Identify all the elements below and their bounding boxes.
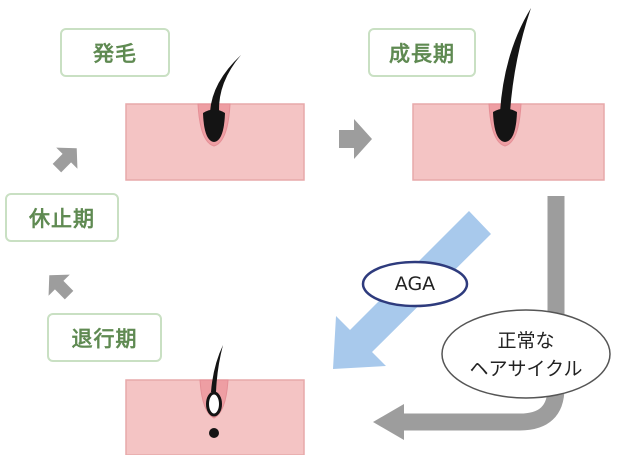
hair-bulb-seicho	[493, 108, 517, 142]
hair-bulb-hatsumo	[203, 109, 225, 142]
hair-papilla-taikou	[209, 428, 219, 438]
normal-cycle-line2: ヘアサイクル	[469, 358, 583, 380]
normal-cycle-oval	[441, 309, 611, 399]
stage-label-seicho: 成長期	[368, 28, 476, 77]
hair-shaft-taikou	[211, 345, 223, 392]
arrow-right	[339, 119, 372, 159]
skin-panel-hatsumo	[125, 55, 305, 181]
hair-club-taikou	[206, 391, 222, 417]
hair-shaft-hatsumo	[210, 55, 241, 112]
normal-cycle-line1: 正常な	[497, 330, 555, 352]
arrow-up-right	[52, 147, 78, 173]
stage-label-hatsumo: 発毛	[60, 28, 170, 77]
aga-label: AGA	[394, 273, 436, 295]
hair-shaft-seicho	[500, 8, 531, 112]
normal-cycle-label: 正常な ヘアサイクル	[447, 327, 605, 383]
aga-oval	[361, 260, 469, 308]
arrow-up-left	[48, 274, 74, 300]
stage-label-taikou: 退行期	[47, 313, 162, 362]
skin-panel-seicho	[412, 8, 605, 181]
skin-panel-taikou	[125, 345, 305, 455]
stage-label-kyushi: 休止期	[5, 193, 119, 242]
